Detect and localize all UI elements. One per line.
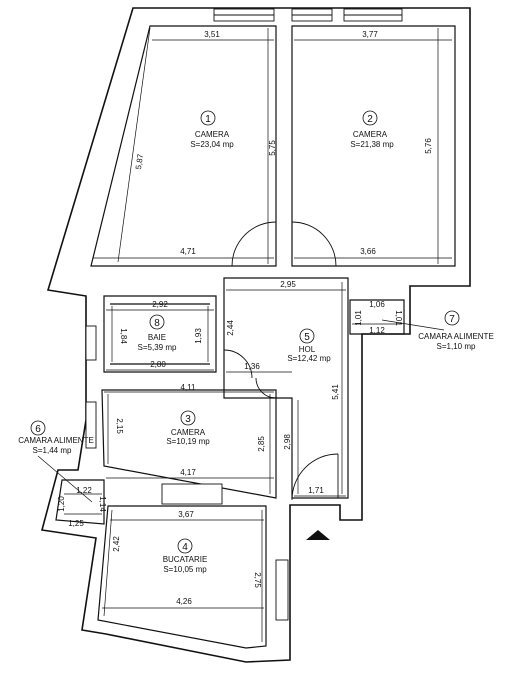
room-6-name: CAMARA ALIMENTE [18,436,94,445]
dim-baie-top: 2,92 [152,300,168,309]
room-7-circle [444,310,460,326]
room-4-name: BUCATARIE [163,555,208,564]
dim-c7-bottom: 1,12 [369,326,385,335]
dim-baie-left: 1,84 [119,328,128,344]
dim-r2-bottom: 3,66 [360,247,376,256]
dim-r1-top: 3,51 [204,30,220,39]
room-7-area: S=1,10 mp [437,342,476,351]
dim-c6-top: 1,22 [76,486,92,495]
room-8-name: BAIE [148,333,166,342]
room-2-area: S=21,38 mp [350,140,394,149]
dim-r3-left: 2,15 [115,418,124,434]
dim-r1-bottom: 4,71 [180,247,196,256]
dim-r4-bottom: 4,26 [176,597,192,606]
dim-c7-top: 1,06 [369,300,385,309]
dim-hol-mid: 1,36 [244,362,260,371]
room-2-name: CAMERA [353,130,388,139]
kitchen-counter [161,483,223,505]
room-7-number: 7 [449,314,455,325]
baie-outline [103,295,217,373]
camara-7-outline [349,299,405,335]
room-4-outline [97,505,267,649]
dim-hol-top: 2,95 [280,280,296,289]
room-5-name: HOL [299,345,316,354]
baie-window [85,325,97,361]
room-3-outline [101,389,277,499]
room-4-circle [177,538,193,554]
dim-line-r4-left [103,509,113,617]
room-4-number: 4 [182,542,188,553]
dim-c6-bottom: 1,25 [68,519,84,528]
camara-6-outline [55,479,105,525]
room-1-number: 1 [205,114,211,125]
dim-c7-right: 1,01 [394,310,403,326]
room-8-circle [149,314,165,330]
dim-line-r1-left [117,27,151,263]
dim-hol-low: 2,98 [283,434,292,450]
dim-r1-left: 5,87 [134,153,145,170]
room-8-area: S=5,39 mp [138,343,177,352]
dim-c7-left: 1,01 [354,310,363,326]
room-2-number: 2 [367,114,373,125]
room-5-circle [299,328,315,344]
room-3-number: 3 [185,414,191,425]
dim-r2-right: 5,76 [424,138,433,154]
dim-r2-top: 3,77 [362,30,378,39]
room-3-name: CAMERA [171,428,206,437]
room-1-circle [200,110,216,126]
dim-c6-left: 1,20 [57,496,66,512]
entrance-arrow [306,530,330,540]
dim-baie-right: 1,93 [194,328,203,344]
room-3-circle [180,410,196,426]
room-7-name: CAMARA ALIMENTE [418,332,494,341]
room-2-outline [291,25,456,267]
room-6-area: S=1,44 mp [33,446,72,455]
room-5-area: S=12,42 mp [287,354,331,363]
room-6-number: 6 [35,424,41,435]
dim-r3-bottom: 4,17 [180,468,196,477]
dim-r4-right: 2,75 [253,572,262,588]
door-entrance-swing [291,453,339,501]
door-hol-1-swing [223,349,253,379]
dim-r3-top: 4,11 [181,383,197,392]
dim-r4-left: 2,42 [112,536,121,552]
room-4-area: S=10,05 mp [163,565,207,574]
callout-7-leader [381,319,445,331]
room-6-circle [30,420,46,436]
room-2-circle [362,110,378,126]
dim-r4-top: 3,67 [178,510,194,519]
room-1-name: CAMERA [195,130,230,139]
room-8-number: 8 [154,318,160,329]
dim-hol-right: 5,41 [331,384,340,400]
dim-baie-bottom: 2,80 [150,360,166,369]
kitchen-window [275,559,289,621]
dim-hol-bottom: 1,71 [308,486,324,495]
room-5-number: 5 [304,332,310,343]
room-3-area: S=10,19 mp [166,437,210,446]
dim-c6-right: 1,14 [98,496,107,512]
room-1-area: S=23,04 mp [190,140,234,149]
callout-6-leader [37,455,93,503]
room-3-window [85,401,97,449]
dim-r3-right: 2,85 [257,436,266,452]
dim-baie-door: 2,44 [226,320,235,336]
outer-wall [40,7,471,663]
dim-r1-right: 5,75 [268,140,277,156]
